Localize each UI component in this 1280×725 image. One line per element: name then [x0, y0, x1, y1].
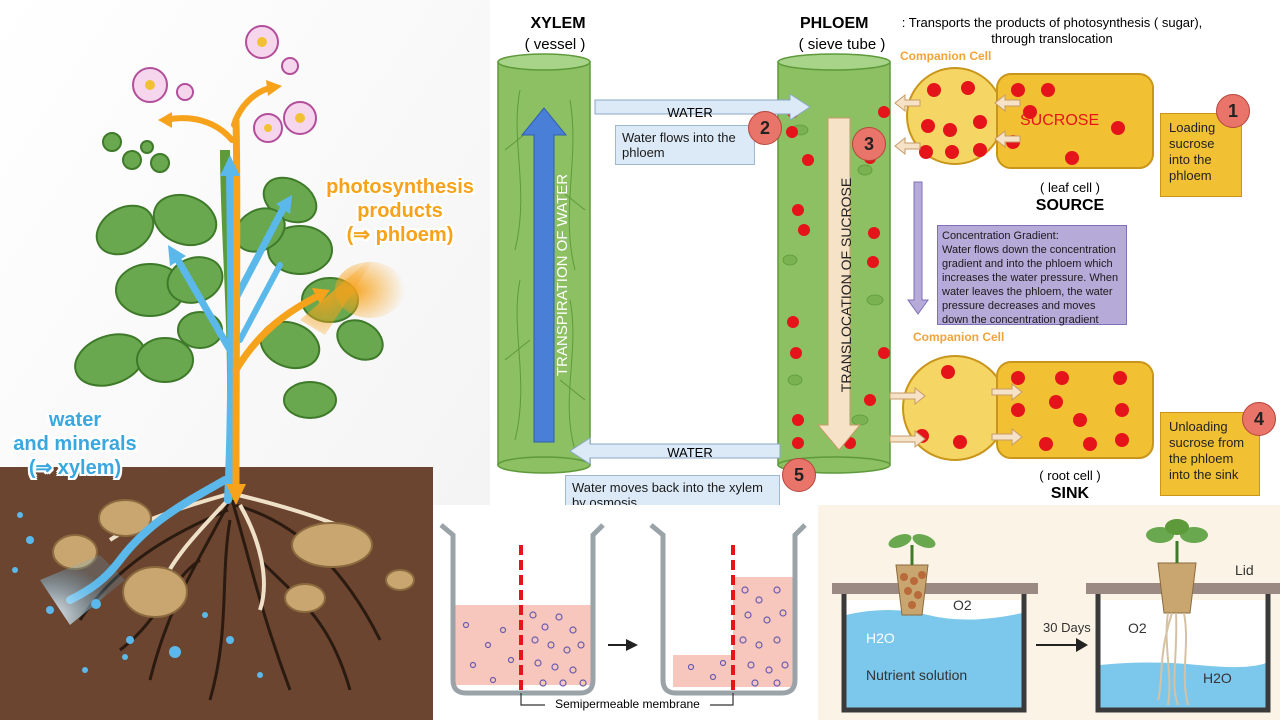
step-4-badge: 4	[1242, 402, 1276, 436]
plant-illustration	[0, 0, 490, 720]
photosynthesis-label-line1: photosynthesis	[326, 176, 474, 198]
note-water-into-phloem: Water flows into the phloem	[615, 125, 755, 165]
sink-companion-label: Companion Cell	[913, 330, 1005, 344]
water-label-line2: and minerals	[13, 433, 137, 455]
step-2-badge: 2	[748, 111, 782, 145]
beaker-left	[439, 523, 605, 696]
sink-transfer-arrows	[889, 382, 1023, 449]
water-label-line3: (⇒ xylem)	[28, 457, 122, 479]
hydro-container-left	[832, 534, 1038, 713]
hydro-h2o-left: H2O	[866, 630, 895, 646]
source-companion-label: Companion Cell	[900, 49, 992, 63]
gradient-arrow	[907, 181, 929, 315]
phloem-description-line1: : Transports the products of photosynthe…	[901, 15, 1203, 30]
hydro-o2-right: O2	[1128, 620, 1147, 636]
photosynthesis-label: photosynthesis products (⇒ phloem)	[300, 175, 500, 247]
plant-svg	[0, 0, 490, 720]
water-droplets	[12, 512, 263, 678]
hydroponic-svg	[818, 505, 1280, 720]
phloem-description-line2: through translocation	[991, 31, 1113, 46]
source-transfer-arrows	[894, 93, 1021, 156]
photosynthesis-label-line3: (⇒ phloem)	[346, 224, 454, 246]
phloem-vertical-label: TRANSLOCATION OF SUCROSE	[838, 177, 854, 393]
transport-diagram-svg	[497, 53, 1154, 474]
step-1-badge: 1	[1216, 94, 1250, 128]
xylem-vertical-label: TRANSPIRATION OF WATER	[554, 173, 571, 377]
sink-root-cell	[996, 361, 1154, 459]
concentration-gradient-note: Concentration Gradient: Water flows down…	[937, 225, 1127, 326]
hydro-lid-label: Lid	[1235, 562, 1254, 578]
photosynthesis-label-line2: products	[357, 200, 443, 222]
water-beam	[40, 555, 125, 625]
hydro-days-label: 30 Days	[1043, 620, 1091, 635]
leaves	[74, 176, 384, 419]
osmosis-beakers-svg	[433, 505, 818, 720]
source-leaf-cell	[996, 73, 1154, 169]
water-minerals-label: water and minerals (⇒ xylem)	[0, 408, 150, 480]
phloem-description: : Transports the products of photosynthe…	[882, 15, 1222, 47]
hydro-h2o-right: H2O	[1203, 670, 1232, 686]
phloem-subtitle: ( sieve tube )	[798, 36, 886, 53]
water-bottom-arrow	[569, 437, 781, 465]
xylem-subtitle: ( vessel )	[524, 36, 586, 53]
sucrose-label: SUCROSE	[1020, 112, 1100, 129]
flowers	[132, 25, 317, 143]
sink-title: SINK	[1050, 485, 1090, 502]
arrowheads	[158, 80, 330, 505]
source-dots	[919, 81, 1125, 165]
phloem-down-arrow	[816, 117, 862, 451]
step-5-badge: 5	[782, 458, 816, 492]
source-title: SOURCE	[1035, 197, 1105, 214]
beaker-right	[649, 523, 807, 696]
xylem-up-arrow	[520, 107, 568, 443]
potatoes	[52, 499, 415, 618]
water-label-line1: water	[48, 409, 102, 431]
sun-glow	[335, 262, 405, 318]
hydro-container-right	[1086, 519, 1280, 713]
phloem-title: PHLOEM	[800, 15, 869, 32]
hydro-o2-left: O2	[953, 597, 972, 613]
sink-dots	[915, 365, 1129, 451]
callout-unloading: Unloading sucrose from the phloem into t…	[1160, 412, 1260, 496]
hydro-nutrient-label: Nutrient solution	[866, 667, 968, 683]
berries	[102, 132, 170, 173]
water-top-label: WATER	[667, 105, 713, 120]
membrane-label: Semipermeable membrane	[545, 697, 710, 711]
step-3-badge: 3	[852, 127, 886, 161]
callout-loading: Loading sucrose into the phloem	[1160, 113, 1242, 197]
source-cell-label: ( leaf cell )	[1040, 180, 1100, 195]
sink-cell-label: ( root cell )	[1039, 468, 1101, 483]
water-bottom-label: WATER	[667, 445, 713, 460]
xylem-title: XYLEM	[530, 15, 586, 32]
phloem-sucrose-dots	[786, 106, 890, 449]
